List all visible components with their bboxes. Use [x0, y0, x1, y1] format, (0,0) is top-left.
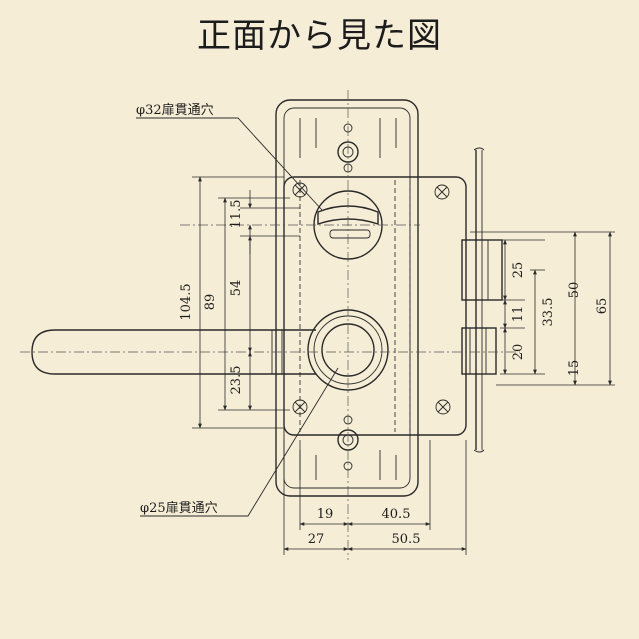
corner-screw-bl-icon	[292, 399, 308, 415]
dim-25: 25	[511, 262, 526, 279]
dim-27: 27	[308, 532, 325, 547]
dim-19: 19	[317, 507, 334, 522]
dim-15: 15	[567, 360, 582, 377]
dim-11-5: 11.5	[229, 200, 244, 229]
lever-handle	[31, 329, 316, 375]
corner-screw-br-icon	[435, 399, 451, 415]
corner-screw-tl-icon	[292, 182, 308, 198]
dim-89: 89	[203, 294, 218, 311]
note-top-hole: φ32扉貫通穴	[136, 102, 214, 118]
lock-case	[283, 176, 467, 436]
dim-50-5: 50.5	[392, 532, 421, 547]
latch	[461, 327, 497, 375]
dim-33-5: 33.5	[541, 298, 556, 327]
dim-104-5: 104.5	[179, 283, 194, 320]
back-plate	[275, 99, 419, 497]
page-title: 正面から見た図	[197, 16, 442, 56]
dim-23-5: 23.5	[229, 366, 244, 395]
dim-65: 65	[595, 298, 610, 315]
dim-54: 54	[229, 280, 244, 297]
back-plate-inner	[283, 107, 411, 489]
corner-screw-tr-icon	[434, 184, 450, 200]
dim-11: 11	[511, 306, 526, 323]
dim-50: 50	[567, 282, 582, 299]
deadbolt	[461, 239, 503, 301]
note-bottom-hole: φ25扉貫通穴	[140, 500, 218, 516]
dim-20: 20	[511, 344, 526, 361]
dim-40-5: 40.5	[382, 507, 411, 522]
